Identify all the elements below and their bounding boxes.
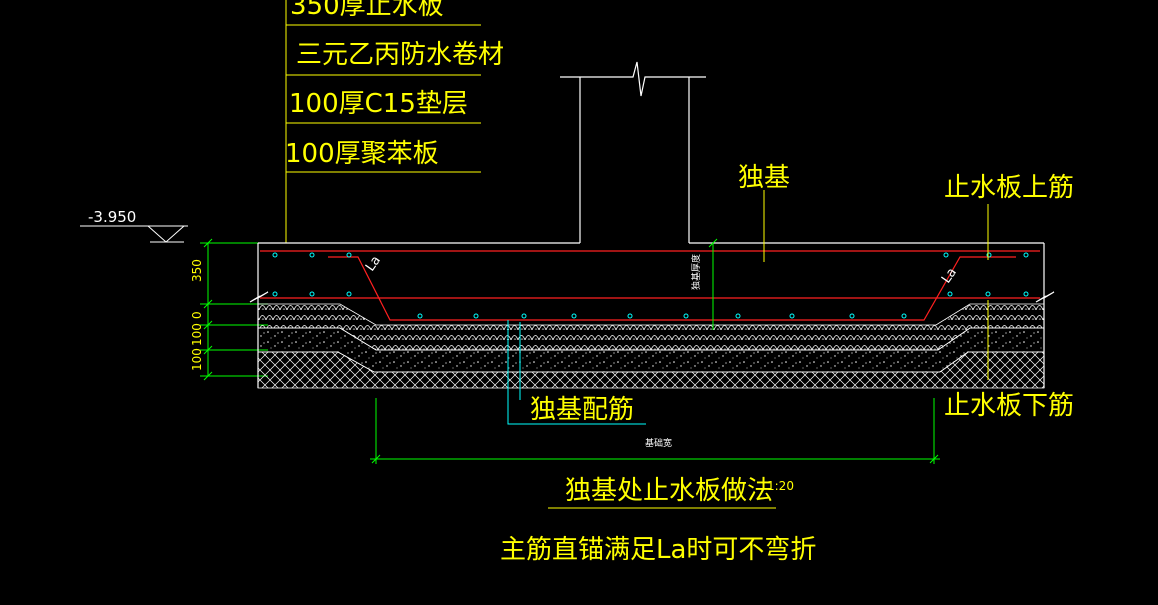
la-right-label: La [939,265,960,286]
dim-0: 0 [190,311,204,319]
layer-label-slab: 350厚止水板 [290,0,444,21]
dim-100-b: 100 [190,348,204,371]
rebar-dots [272,252,1029,319]
callout-column: 独基 [738,163,790,262]
footing-width-label: 基础宽 [645,437,672,449]
footing-depth-dimension [708,238,718,330]
footing-width-dimension [370,398,940,464]
left-dimension-values: 350 0 100 100 [190,259,204,371]
callout-slab-bottom-bar: 止水板下筋 [944,300,1074,421]
elevation-label: -3.950 [88,208,136,226]
callout-footing-bar: 独基配筋 [507,320,646,425]
layer-label-table: 350厚止水板 三元乙丙防水卷材 100厚C15垫层 100厚聚苯板 [285,0,504,243]
drawing-title: 独基处止水板做法 [565,476,773,506]
svg-text:独基配筋: 独基配筋 [530,395,634,425]
layer-label-eps: 100厚聚苯板 [285,139,439,169]
cushion-layer-hatch [257,303,1045,351]
drawing-note: 主筋直锚满足La时可不弯折 [500,535,816,565]
layer-label-cushion: 100厚C15垫层 [289,89,468,119]
svg-text:止水板上筋: 止水板上筋 [944,173,1074,203]
svg-text:独基: 独基 [738,163,790,193]
la-left-label: La [363,253,384,274]
dim-100-a: 100 [190,323,204,346]
footing-depth-label: 独基厚度 [690,254,702,290]
elevation-marker: -3.950 [80,208,188,243]
structure-outline [249,61,1055,388]
layer-label-membrane: 三元乙丙防水卷材 [296,40,504,70]
dim-350: 350 [190,259,204,282]
svg-text:止水板下筋: 止水板下筋 [944,391,1074,421]
callout-slab-top-bar: 止水板上筋 [944,173,1074,260]
rebar-top [260,250,1040,321]
drawing-scale: 1:20 [767,479,794,493]
left-dimension-chain [200,238,268,381]
